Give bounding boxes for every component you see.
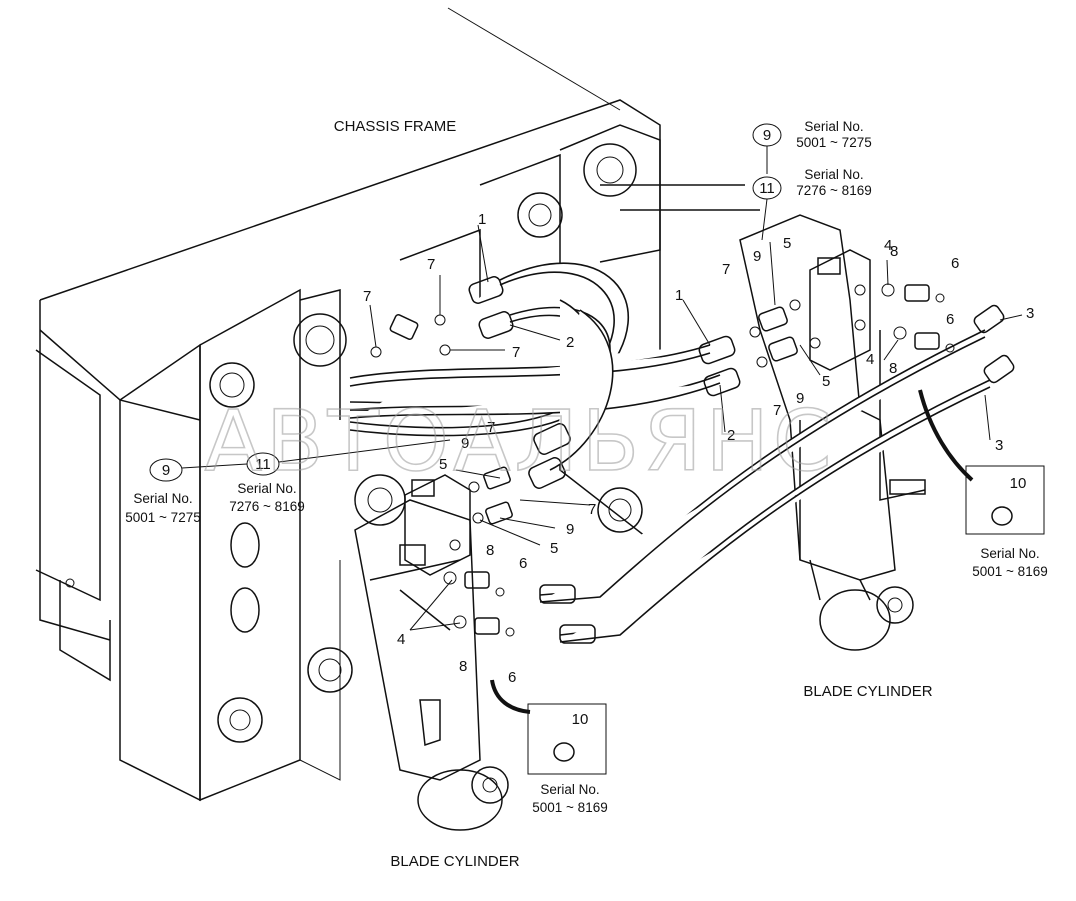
part-number: 4 — [397, 631, 405, 648]
part-number: 5 — [822, 373, 830, 390]
callout-circle — [149, 458, 183, 482]
watermark-text: АВТОАЛЬЯНС — [205, 392, 836, 490]
serial-label: Serial No. — [237, 481, 296, 496]
callout-number: 11 — [255, 456, 271, 473]
part-number: 8 — [459, 658, 467, 675]
callout-number: 9 — [763, 127, 771, 144]
part-number: 6 — [508, 669, 516, 686]
callout-number: 10 — [1010, 475, 1027, 492]
part-number: 7 — [487, 419, 495, 436]
part-number: 3 — [995, 437, 1003, 454]
callout-number: 10 — [572, 711, 589, 728]
part-number: 8 — [889, 360, 897, 377]
part-number: 2 — [727, 427, 735, 444]
part-number: 1 — [478, 211, 486, 228]
serial-range: 5001 ~ 7275 — [796, 135, 871, 150]
inset-leader-right — [918, 389, 974, 482]
serial-range: 5001 ~ 8169 — [972, 564, 1047, 579]
serial-label: Serial No. — [804, 167, 863, 182]
serial-range: 7276 ~ 8169 — [796, 183, 871, 198]
serial-label: Serial No. — [133, 491, 192, 506]
part-number: 7 — [588, 501, 596, 518]
serial-range: 7276 ~ 8169 — [229, 499, 304, 514]
part-number: 5 — [783, 235, 791, 252]
plug-icon — [991, 506, 1013, 526]
part-number: 7 — [773, 402, 781, 419]
part-number: 9 — [753, 248, 761, 265]
part-number: 6 — [951, 255, 959, 272]
blade-cylinder-right-label: BLADE CYLINDER — [803, 683, 932, 700]
part-number: 9 — [566, 521, 574, 538]
part-number: 3 — [1026, 305, 1034, 322]
serial-range: 5001 ~ 7275 — [125, 510, 200, 525]
part-number: 6 — [946, 311, 954, 328]
serial-label: Serial No. — [540, 782, 599, 797]
callout-number: 11 — [759, 180, 775, 197]
plug-icon — [553, 742, 575, 762]
part-number: 1 — [675, 287, 683, 304]
part-number: 7 — [427, 256, 435, 273]
leader-lines — [369, 224, 1023, 631]
serial-label: Serial No. — [980, 546, 1039, 561]
part-number: 5 — [550, 540, 558, 557]
inset-box-left — [527, 703, 607, 775]
part-number: 7 — [363, 288, 371, 305]
serial-range: 5001 ~ 8169 — [532, 800, 607, 815]
part-number: 4 — [884, 237, 892, 254]
part-number: 6 — [519, 555, 527, 572]
inset-box-right — [965, 465, 1045, 535]
serial-label: Serial No. — [804, 119, 863, 134]
callout-number: 9 — [162, 462, 170, 479]
part-number: 8 — [890, 243, 898, 260]
part-number: 4 — [866, 351, 874, 368]
part-number: 2 — [566, 334, 574, 351]
part-number-labels: 1 1 2 2 3 3 4 4 4 5 5 5 5 6 6 6 6 7 7 7 … — [363, 211, 1034, 686]
chassis-frame-label: CHASSIS FRAME — [334, 118, 457, 135]
part-number: 7 — [512, 344, 520, 361]
blade-cylinder-left-label: BLADE CYLINDER — [390, 853, 519, 870]
part-number: 9 — [796, 390, 804, 407]
part-number: 9 — [461, 435, 469, 452]
chassis-frame — [35, 7, 760, 802]
part-number: 8 — [486, 542, 494, 559]
part-number: 7 — [722, 261, 730, 278]
hydraulic-hoses — [349, 262, 1015, 644]
part-number: 5 — [439, 456, 447, 473]
inset-leader-left — [490, 679, 531, 714]
blade-cylinder-left — [354, 474, 509, 831]
